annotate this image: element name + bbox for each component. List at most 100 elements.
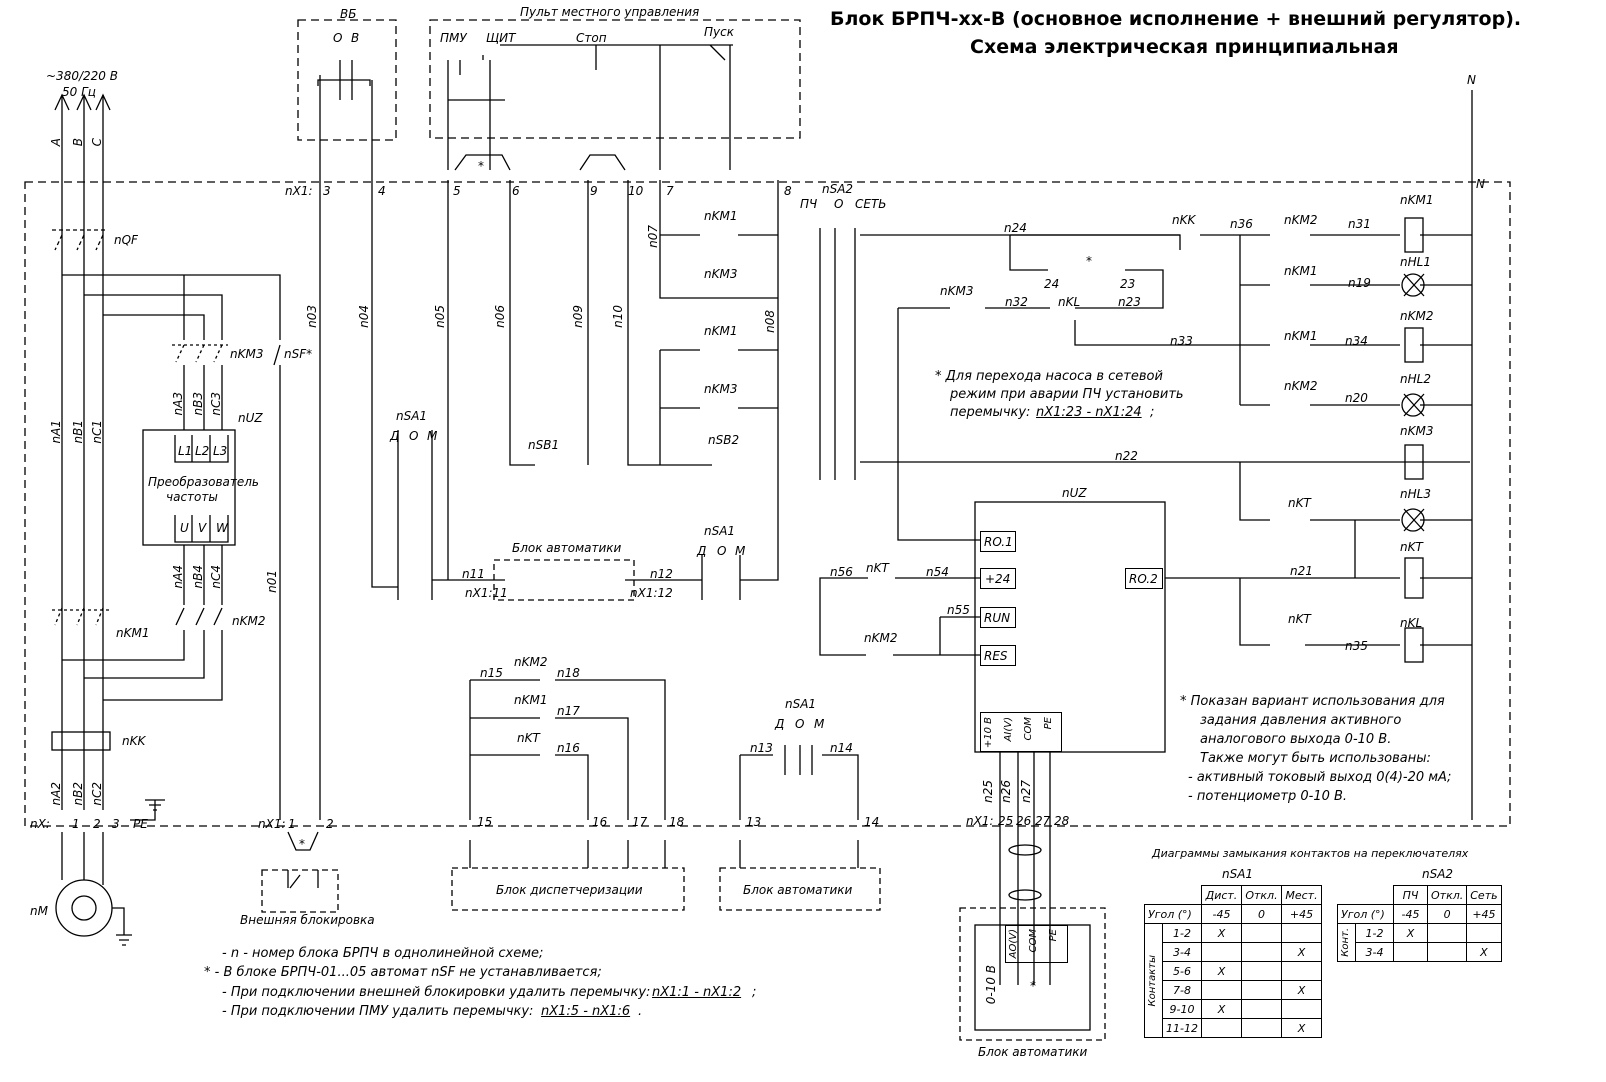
km3-left-label: nKM3 [230,347,264,361]
jumper-note-4: nX1:23 - nX1:24 [1036,405,1142,420]
analog-note-5: - активный токовый выход 0(4)-20 мА; [1188,770,1452,785]
wire-na2: nA2 [49,782,63,806]
ro2-label: RO.2 [1129,572,1158,586]
sa1-cell [1240,961,1282,981]
wire-n56: n56 [830,565,853,579]
wire-na1: nA1 [49,420,63,444]
analog-note-6: - потенциометр 0-10 В. [1188,789,1348,804]
auto2-sa1: nSA1 [785,697,817,711]
sa1-cell [1240,999,1282,1019]
wire-n06: n06 [493,305,507,328]
kt-coil-label: nKT [1400,540,1423,554]
qf-label: nQF [114,233,138,247]
title-line-2: Схема электрическая принципиальная [970,36,1399,58]
ext-block-box [261,869,339,913]
sa1-cell: X [1280,980,1322,1000]
sa1-row-3: 5-6 [1162,961,1202,981]
terminal-3: 3 [323,184,331,198]
auto3-pe-label: PE [1048,929,1059,942]
kk-relay [51,731,111,751]
wire-nc2: nC2 [90,782,104,806]
wire-nb4: nB4 [191,565,205,589]
km2-uz-label: nKM2 [864,631,898,645]
wire-nb1: nB1 [71,420,85,444]
auto3-range: 0-10 В [984,965,998,1005]
disp-kt: nKT [517,731,540,745]
sa1-mid-d: Д [390,429,400,443]
sa1-row-1: 1-2 [1162,923,1202,943]
auto2-d: Д [775,717,785,731]
km3-right-label: nKM3 [940,284,974,298]
wire-n33: n33 [1170,334,1193,348]
sa1-row-6: 11-12 [1162,1018,1202,1038]
sa2-col-pch: ПЧ [1393,885,1428,905]
phase-b-label: B [71,138,85,147]
wire-nb2: nB2 [71,782,85,806]
pmu-pmu: ПМУ [440,31,467,45]
km3-coil-label: nKM3 [1400,424,1434,438]
p24-label: +24 [985,572,1011,586]
vb-label: ВБ [340,7,357,21]
pmu-pusk: Пуск [704,25,734,39]
kk-left-label: nKK [122,734,146,748]
wire-n19: n19 [1348,276,1371,290]
run-label: RUN [984,611,1011,625]
sa1-cell [1240,942,1282,962]
sa1-cell: X [1200,999,1242,1019]
aiv-label: AI(V) [1003,717,1014,742]
terminal-nx1-12: nX1:12 [630,586,673,600]
sa1-cell [1280,961,1322,981]
ext-nx1: nX1: [258,817,286,831]
wire-n26: n26 [999,780,1013,803]
hl1-lamp [1401,273,1425,297]
terminal-27: 27 [1035,814,1051,828]
km2-left-label: nKM2 [232,614,266,628]
auto2-block-label: Блок автоматики [743,883,853,897]
km2-coil-label: nKM2 [1400,309,1434,323]
qf-breaker [52,229,108,251]
kt-timer-label: nKT [1288,612,1311,626]
phase-c-label: C [90,138,104,147]
sa2-pch: ПЧ [800,197,818,211]
auto1-label: Блок автоматики [512,541,622,555]
terminal-9: 9 [590,184,598,198]
uz-converter-label-1: Преобразователь [148,475,259,489]
auto3-com-label: COM [1028,929,1039,953]
sa2-cell: X [1466,942,1502,962]
sa2-row-1: 1-2 [1355,923,1394,943]
km1-mid-b: nKM1 [704,324,738,338]
km1-coil [1404,217,1424,253]
sa1-mid-m: М [427,429,438,443]
sa2-col-off: Откл. [1426,885,1468,905]
wire-n04: n04 [357,305,371,328]
auto2-o: О [795,717,805,731]
wire-n22: n22 [1115,449,1138,463]
terminal-16: 16 [592,815,608,829]
kt-right-label: nKT [1288,496,1311,510]
vb-v: В [351,31,360,45]
terminal-nx1-top: nX1: [285,184,313,198]
com-label: COM [1023,717,1034,741]
km2-right-c: nKM2 [1284,379,1318,393]
sa1-cell [1240,923,1282,943]
analog-note-1: * Показан вариант использования для [1180,694,1445,709]
p10-label: +10 В [983,717,994,749]
kl-coil [1404,627,1424,663]
wire-n03: n03 [305,305,319,328]
terminal-18: 18 [669,815,685,829]
km1-left-label: nKM1 [116,626,150,640]
wire-n25: n25 [981,780,995,803]
km2-right-a: nKM2 [1284,213,1318,227]
wire-n21: n21 [1290,564,1313,578]
uz-u: U [180,521,189,535]
vb-o: О [333,31,343,45]
sa1-table-title: nSA1 [1222,867,1254,881]
jumper-note-3: перемычку: [950,405,1031,420]
right-nx1: nX1: [966,814,994,828]
sa1-angle-2: 0 [1240,904,1282,924]
sa1-cell: X [1200,961,1242,981]
right-jumper-star: * [1086,254,1092,268]
km1-mid-a: nKM1 [704,209,738,223]
supply-frequency: 50 Гц [62,85,96,99]
